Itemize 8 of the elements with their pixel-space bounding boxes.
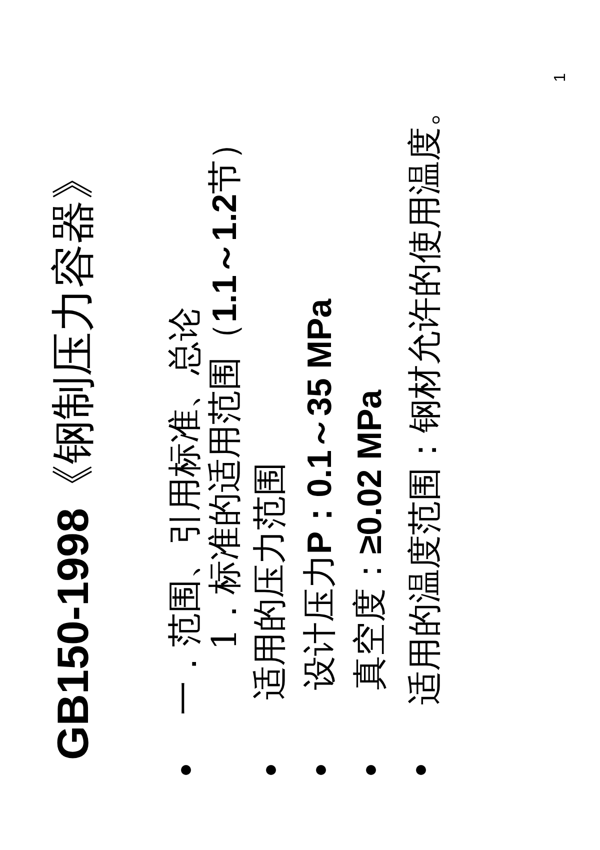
bullet-text: 适用的温度范围：钢材允许的使用温度。 — [404, 92, 446, 705]
bullet-text: 设计压力P：0.1～35 MPa — [300, 298, 341, 690]
bullet-text: 真空度：≥0.02 MPa — [350, 390, 391, 690]
bullet-text: 1．标准的适用范围（1.1～1.2节） — [205, 126, 246, 650]
page-number: 1 — [552, 73, 570, 82]
bullet-text: 一．范围、引用标准、总论 — [165, 307, 206, 715]
bullet-text: 适用的压力范围 — [250, 462, 291, 700]
slide-title: GB150-1998《钢制压力容器》 — [48, 156, 100, 760]
